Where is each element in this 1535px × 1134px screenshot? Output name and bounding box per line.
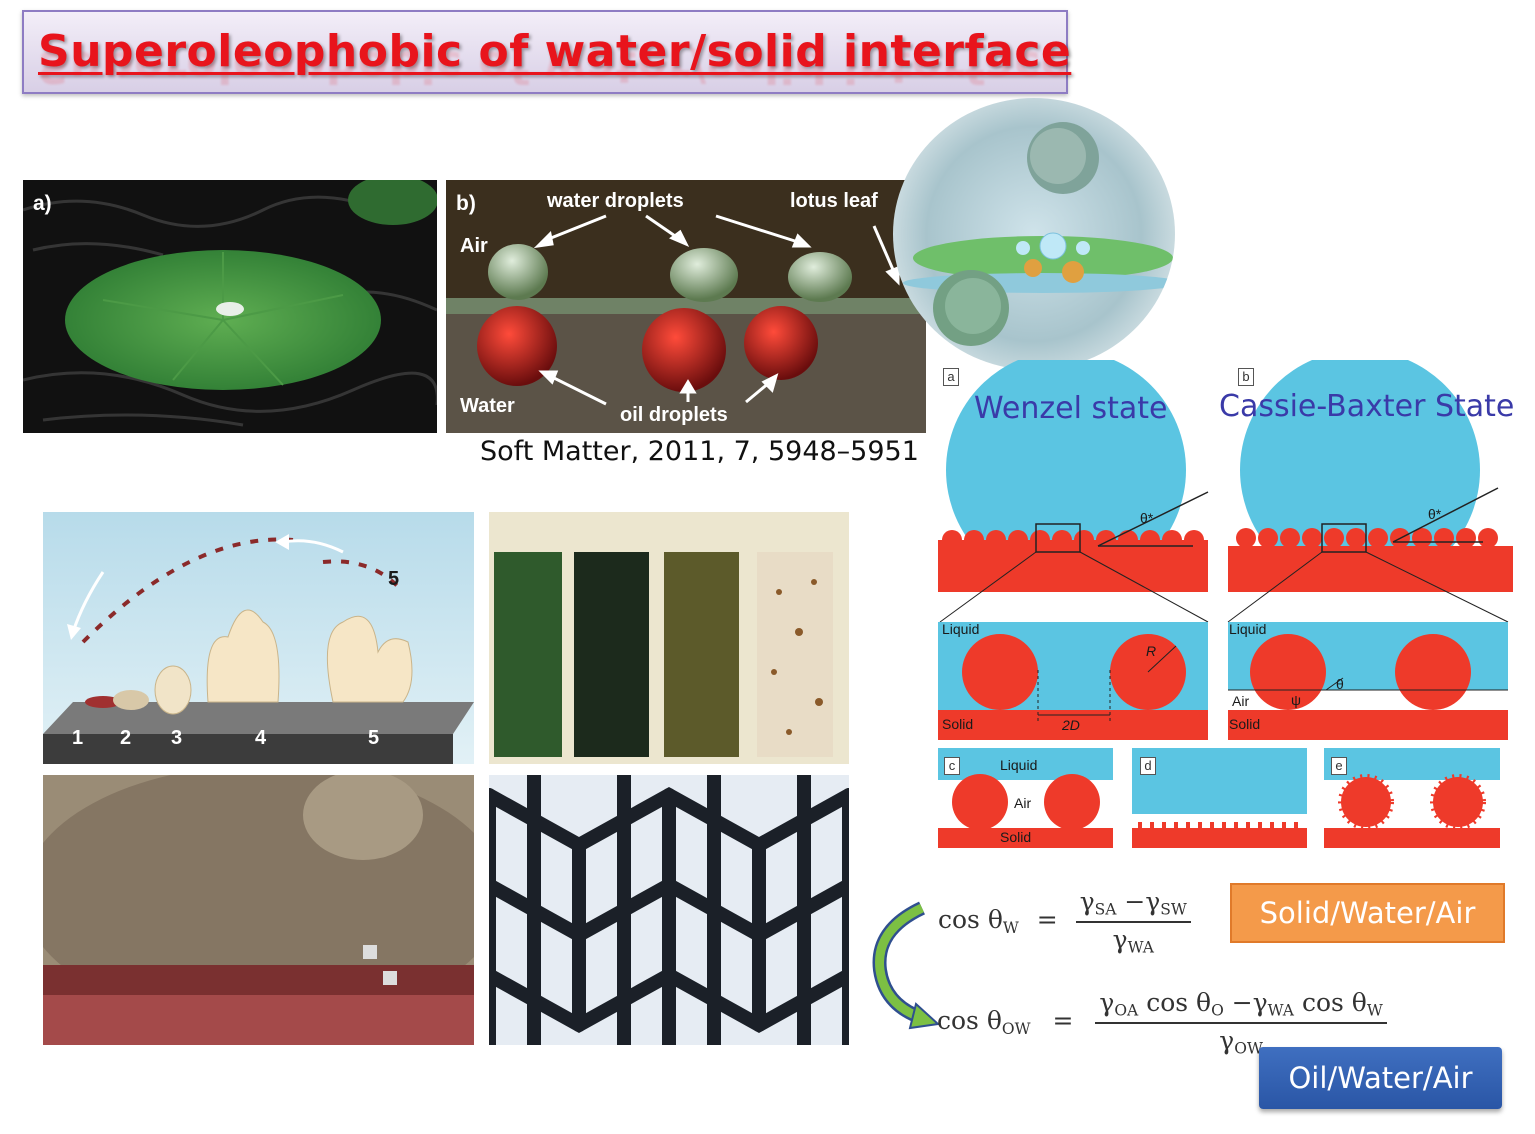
eq2-lhs-sub: OW	[1001, 1019, 1031, 1038]
stage-label-5: 5	[368, 727, 380, 749]
panel-label-b: b)	[456, 192, 476, 215]
schematic-a-solid: Solid	[942, 716, 974, 732]
schematic-a-spacing: 2D	[1062, 717, 1080, 733]
ship-hull-photo	[43, 775, 474, 1045]
eq2-num-a: γ	[1099, 988, 1115, 1017]
arrow-label-5: 5	[388, 568, 400, 590]
title-banner	[22, 10, 1068, 94]
equation-young: cos θW = γSA −γSW γWA	[938, 887, 1191, 956]
slide-title: Superoleophobic of water/solid interface	[38, 26, 1072, 77]
solid-water-air-badge: Solid/Water/Air	[1230, 883, 1505, 943]
schematic-b-liquid: Liquid	[1229, 621, 1267, 637]
eq2-num-b-sub: WA	[1267, 1001, 1294, 1020]
curved-arrow-icon	[872, 901, 940, 1030]
ship-hull-illustration	[43, 775, 474, 1045]
eq2-lhs: cos θ	[937, 1006, 1002, 1036]
eq2-num-b: −γ	[1223, 988, 1268, 1017]
droplets-illustration	[446, 180, 926, 433]
schematic-b-solid: Solid	[1229, 716, 1261, 732]
cassie-baxter-state-title: Cassie-Baxter State	[1219, 389, 1515, 424]
eq1-lhs-sub: W	[1002, 918, 1019, 937]
oil-water-air-badge: Oil/Water/Air	[1259, 1047, 1502, 1109]
schematic-c-liquid: Liquid	[1000, 757, 1038, 773]
lotus-render-illustration	[903, 122, 1175, 346]
lotus-leaf-photo: a)	[23, 180, 437, 433]
theta-star-b: θ*	[1428, 506, 1442, 522]
lotus-render-circle	[893, 98, 1175, 370]
lotus-leaf-illustration	[23, 180, 437, 433]
schematic-b-theta: θ	[1336, 676, 1344, 692]
fouled-net-illustration	[489, 775, 849, 1045]
label-air: Air	[460, 235, 488, 257]
panel-label-a: a)	[33, 192, 52, 215]
eq1-num-a-sub: SA	[1094, 900, 1117, 919]
label-oil-droplets: oil droplets	[620, 404, 728, 426]
eq2-den: γ	[1219, 1025, 1235, 1055]
stage-label-2: 2	[120, 727, 132, 749]
schematic-b-psi: ψ	[1291, 692, 1301, 708]
schematic-d-box-label: d	[1140, 757, 1156, 775]
schematic-b-air: Air	[1232, 693, 1250, 709]
schematic-c-air: Air	[1014, 795, 1032, 811]
wetting-schematic	[938, 360, 1513, 848]
stage-label-3: 3	[171, 727, 183, 749]
eq1-lhs: cos θ	[938, 905, 1003, 935]
label-water-droplets: water droplets	[547, 190, 684, 212]
eq1-num-b: −γ	[1124, 887, 1161, 916]
eq2-den-sub: OW	[1234, 1039, 1263, 1058]
eq2-num-b-tail: cos θ	[1294, 988, 1367, 1017]
schematic-b-box-label: b	[1238, 368, 1254, 386]
eq1-den-sub: WA	[1127, 938, 1154, 957]
schematic-c-solid: Solid	[1000, 829, 1032, 845]
equation-underwater-oil: cos θOW = γOA cos θO −γWA cos θW γOW	[937, 988, 1387, 1057]
schematic-a-radius: R	[1146, 643, 1157, 659]
eq2-num-b-tail-sub: W	[1366, 1001, 1383, 1020]
fouled-panels-illustration	[489, 512, 849, 764]
wenzel-state-title: Wenzel state	[974, 391, 1168, 426]
eq1-num-a: γ	[1079, 887, 1095, 916]
schematic-e-box-label: e	[1331, 757, 1347, 775]
fouled-net-photo	[489, 775, 849, 1045]
fouled-panels-photo	[489, 512, 849, 764]
biofilm-stages-figure: 1 2 3 4 5 5	[43, 512, 474, 764]
stage-label-1: 1	[72, 727, 84, 749]
eq1-den: γ	[1112, 924, 1128, 954]
droplets-photo: b) water droplets lotus leaf Air Water o…	[446, 180, 926, 433]
eq1-num-b-sub: SW	[1160, 900, 1187, 919]
biofilm-stages-illustration	[43, 534, 474, 764]
label-water: Water	[460, 395, 515, 417]
eq2-num-a-sub: OA	[1114, 1001, 1139, 1020]
schematic-a-box-label: a	[943, 368, 959, 386]
theta-star-a: θ*	[1140, 510, 1154, 526]
stage-label-4: 4	[255, 727, 267, 749]
eq2-num-a-tail: cos θ	[1138, 988, 1212, 1017]
citation: Soft Matter, 2011, 7, 5948–5951	[480, 436, 919, 467]
schematic-c-box-label: c	[944, 757, 960, 775]
eq2-num-a-tail-sub: O	[1211, 1001, 1224, 1020]
label-lotus-leaf: lotus leaf	[790, 190, 878, 212]
slide-title-reflection: Superoleophobic of water/solid interface	[38, 41, 1072, 92]
schematic-a-liquid: Liquid	[942, 621, 980, 637]
